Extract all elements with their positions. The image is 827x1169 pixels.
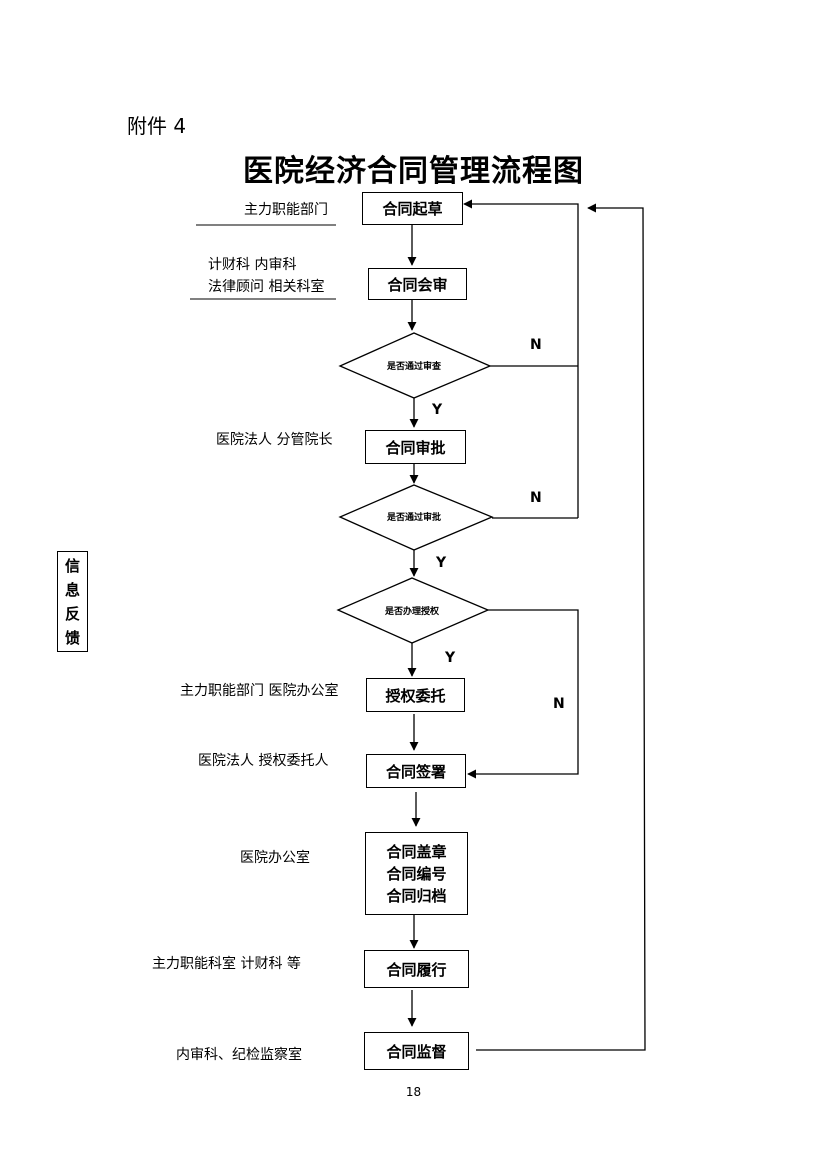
step-supervise-box: 合同监督 (364, 1032, 469, 1070)
step-review-box: 合同会审 (368, 268, 467, 300)
step-archive-box: 合同盖章 合同编号 合同归档 (365, 832, 468, 915)
responsible-review-line2: 法律顾问 相关科室 (208, 279, 325, 295)
decision-approval-text: 是否通过审批 (386, 513, 441, 523)
responsible-archive: 医院办公室 (240, 850, 310, 866)
decision-review-text: 是否通过审查 (386, 362, 441, 372)
decision-diamond-approval (338, 484, 494, 551)
responsible-review-line1: 计财科 内审科 (208, 257, 297, 273)
branch-label-n: N (530, 337, 542, 353)
step-authorize-box: 授权委托 (366, 678, 465, 712)
annex-label: 附件 4 (127, 114, 187, 138)
page-title: 医院经济合同管理流程图 (243, 154, 584, 189)
feedback-char: 信 (64, 557, 80, 575)
responsible-approve: 医院法人 分管院长 (216, 432, 333, 448)
branch-label-n: N (553, 696, 565, 712)
decision-authorization-text: 是否办理授权 (384, 607, 439, 617)
step-sign-box: 合同签署 (366, 754, 466, 788)
decision-diamond-authorization (336, 577, 490, 644)
line-loop-to-draft (463, 199, 579, 518)
branch-label-y: Y (436, 555, 447, 571)
decision-diamond-review (338, 332, 492, 399)
responsible-supervise: 内审科、纪检监察室 (176, 1047, 302, 1063)
responsible-authorize: 主力职能部门 医院办公室 (180, 683, 339, 699)
step-approve-box: 合同审批 (365, 430, 466, 464)
feedback-char: 息 (64, 581, 80, 599)
responsible-sign: 医院法人 授权委托人 (198, 753, 329, 769)
branch-label-y: Y (432, 402, 443, 418)
responsible-draft: 主力职能部门 (244, 202, 328, 218)
branch-label-y: Y (445, 650, 456, 666)
page-number: 18 (405, 1085, 422, 1099)
branch-label-n: N (530, 490, 542, 506)
line-decision3-no-to-sign (467, 609, 579, 779)
feedback-char: 馈 (64, 629, 80, 647)
feedback-box: 信 息 反 馈 (57, 551, 88, 652)
step-archive-line: 合同归档 (386, 886, 447, 905)
step-perform-box: 合同履行 (364, 950, 469, 988)
line-feedback-loop (476, 203, 646, 1051)
responsible-perform: 主力职能科室 计财科 等 (152, 956, 301, 972)
step-archive-line: 合同盖章 (386, 842, 447, 861)
step-draft-box: 合同起草 (362, 192, 463, 225)
feedback-char: 反 (64, 605, 80, 623)
step-archive-line: 合同编号 (386, 864, 447, 883)
